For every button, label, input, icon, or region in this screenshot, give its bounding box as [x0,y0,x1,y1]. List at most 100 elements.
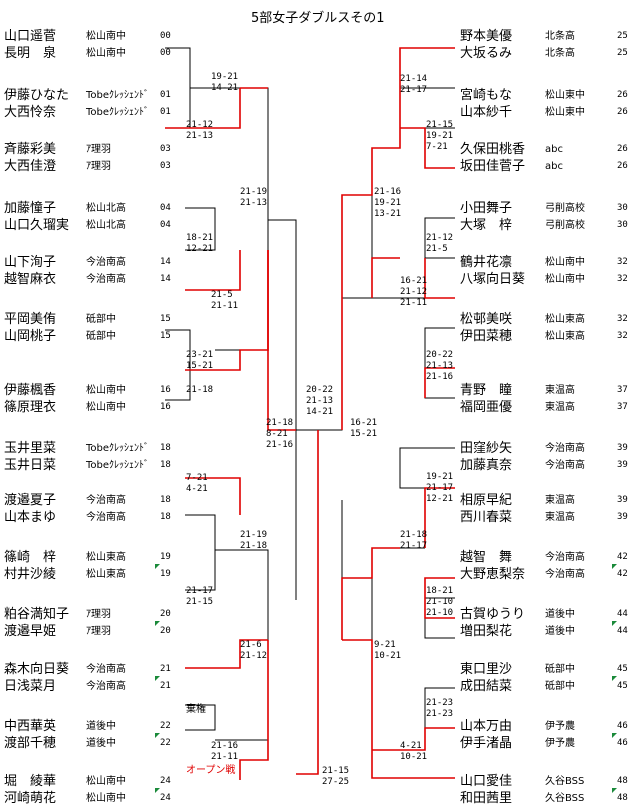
player-name: 大坂るみ [460,46,513,61]
club-name: Tobeｸﾚｯｼｪﾝﾄﾞ [86,107,150,118]
game-score: 14-21 [306,407,334,417]
entry-number: 42 [617,569,628,579]
entry-number: 19 [160,552,171,562]
player-name: 平岡美侑 [4,312,57,327]
entry-number: 18 [160,460,171,470]
entry-number: 46 [617,721,628,731]
entry-number: 20 [160,609,171,619]
club-name: ｱ理羽 [86,144,111,155]
player-name: 田窪紗矢 [460,441,513,456]
player-name: 和田茜里 [460,791,513,806]
club-name: Tobeｸﾚｯｼｪﾝﾄﾞ [86,90,150,101]
game-score: 21-23 [426,698,454,708]
seed-flag-icon [155,733,160,738]
entry-number: 04 [160,203,171,213]
game-score: 21-19 [240,187,268,197]
club-name: 道後中 [545,609,575,620]
player-name: 日浅菜月 [4,679,57,694]
club-name: ｱ理羽 [86,161,111,172]
game-score: 18-21 [186,233,214,243]
bracket-line [185,704,216,731]
game-score: 19-21 [374,198,402,208]
entry-number: 16 [160,402,171,412]
entry-number: 21 [160,681,171,691]
game-score: 20-22 [426,350,454,360]
game-score: 10-21 [374,651,402,661]
game-score: 23-21 [186,350,214,360]
player-name: 長明 泉 [4,46,57,61]
player-name: 坂田佳菅子 [460,159,526,174]
entry-number: 00 [160,48,171,58]
forfeit-note: 棄権 [186,704,206,715]
club-name: 松山南中 [86,402,126,413]
player-name: 渡邉夏子 [4,493,57,508]
winner-line [267,250,296,431]
entry-number: 32 [617,314,628,324]
game-score: 21-18 [240,541,268,551]
entry-number: 45 [617,681,628,691]
entry-number: 16 [160,385,171,395]
winner-line [424,577,455,598]
entry-number: 26 [617,90,628,100]
club-name: 弓削高校 [545,220,585,231]
winner-line [296,430,319,775]
bracket-line [424,217,455,259]
entry-number: 14 [160,257,171,267]
game-score: 21-16 [374,187,402,197]
seed-flag-icon [612,788,617,793]
player-name: 村井沙綾 [4,567,57,582]
club-name: 松山南中 [86,793,126,804]
club-name: ｱ理羽 [86,626,111,637]
entry-number: 15 [160,331,171,341]
entry-number: 26 [617,144,628,154]
player-name: 山本紗千 [460,105,513,120]
club-name: 松山東高 [545,314,585,325]
winner-line [424,258,455,299]
seed-flag-icon [612,676,617,681]
game-score: 13-21 [374,209,402,219]
seed-flag-icon [155,564,160,569]
club-name: 松山東高 [545,331,585,342]
club-name: 道後中 [86,721,116,732]
club-name: 今治南高 [545,460,585,471]
game-score: 21-15 [322,766,350,776]
game-score: 21-18 [400,530,428,540]
club-name: 今治南高 [86,274,126,285]
club-name: 今治南高 [86,495,126,506]
club-name: 松山南中 [545,257,585,268]
game-score: 21-23 [426,709,454,719]
bracket-line [165,329,191,401]
club-name: 弓削高校 [545,203,585,214]
club-name: 砥部中 [86,314,116,325]
club-name: ｱ理羽 [86,609,111,620]
entry-number: 39 [617,495,628,505]
player-name: 小田舞子 [460,201,513,216]
entry-number: 22 [160,738,171,748]
entry-number: 21 [160,664,171,674]
player-name: 成田結菜 [460,679,513,694]
seed-flag-icon [155,676,160,681]
player-name: 野本美優 [460,29,513,44]
winner-line [424,598,455,619]
entry-number: 19 [160,569,171,579]
game-score: 21-12 [186,120,214,130]
entry-number: 25 [617,31,628,41]
player-name: 山下洵子 [4,255,57,270]
game-score: 21-11 [211,301,239,311]
player-name: 大野恵梨奈 [460,567,526,582]
game-score: 21-12 [240,651,268,661]
winner-line [341,88,401,430]
